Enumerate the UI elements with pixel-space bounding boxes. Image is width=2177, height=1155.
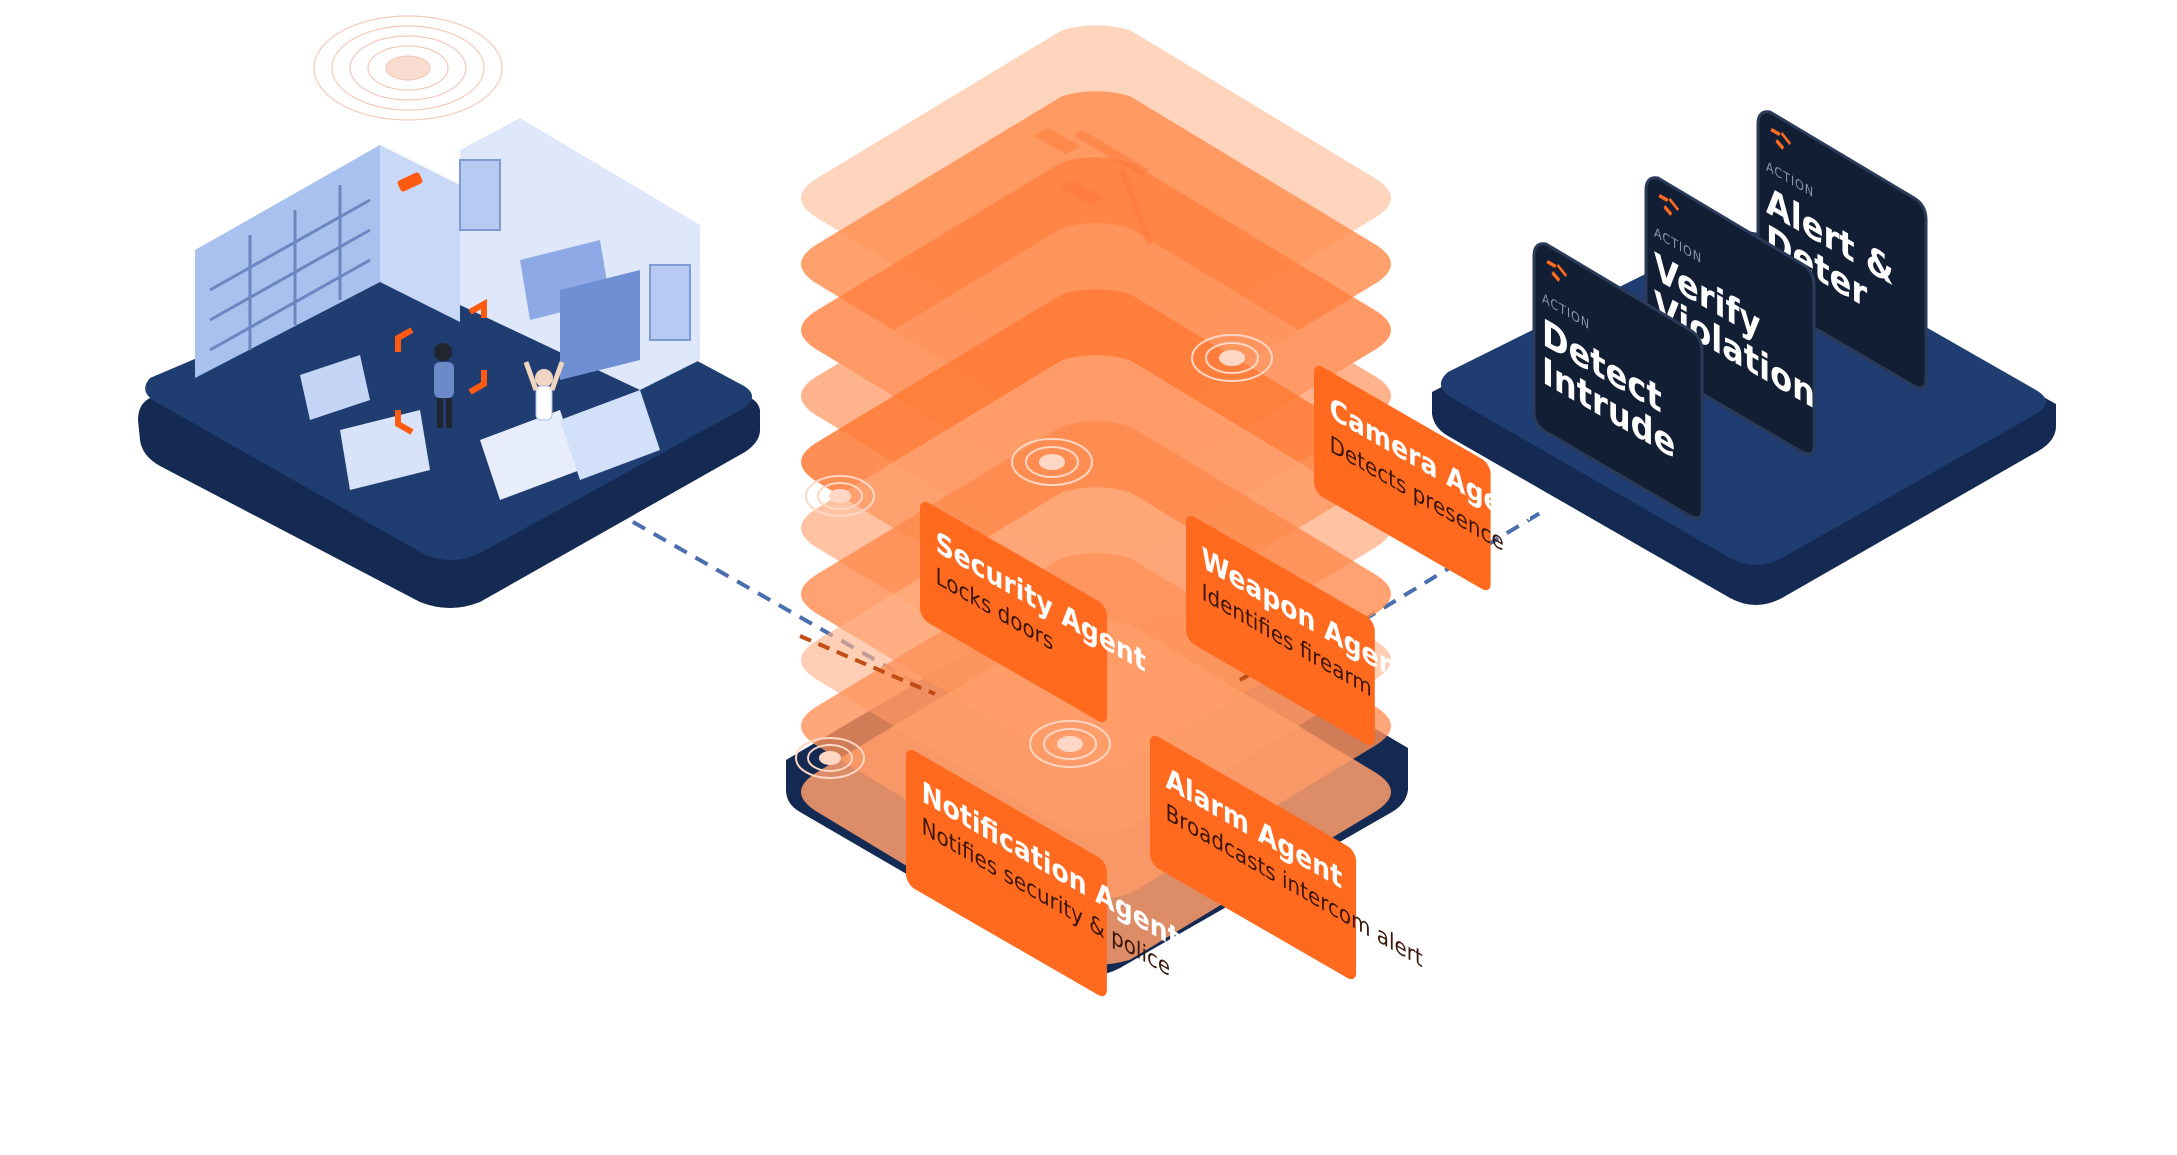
brand-mark-icon: [1770, 128, 1792, 150]
ripple-icon: [795, 334, 1273, 779]
store-platform: FRUITS: [138, 15, 760, 608]
logo-mark-icon: [1034, 128, 1153, 246]
brand-mark-icon: [1658, 194, 1680, 216]
brand-mark-icon: [1546, 260, 1568, 282]
